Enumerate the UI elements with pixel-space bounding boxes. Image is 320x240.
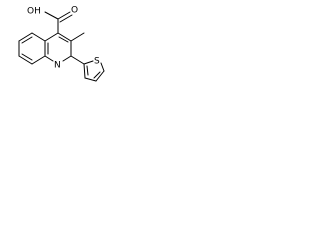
bond-c4-c3: [57, 32, 72, 42]
label-hydroxyl: OH: [27, 7, 41, 17]
label-quinoline-nitrogen: N: [54, 61, 61, 71]
bond-thiophene-s-c5: [100, 62, 105, 72]
label-carbonyl-oxygen: O: [71, 6, 78, 16]
bond-c5-c6: [18, 32, 33, 42]
bond-carboxyl-carbon-oxygen-b: [59, 14, 73, 23]
bond-thiophene-c4-c3: [84, 77, 97, 82]
bond-c4a-c5: [31, 32, 46, 42]
bond-thiophene-c5-c4-inner: [93, 71, 101, 79]
bond-c3-methyl: [70, 32, 85, 42]
bond-c2-thiophene: [70, 55, 85, 65]
bond-carboxyl-carbon-hydroxyl: [44, 11, 59, 20]
bond-c4a-c4: [44, 32, 59, 42]
chemical-structure-diagram: OH O N S: [18, 6, 105, 82]
bond-thiophene-c3-c2: [83, 63, 86, 79]
bond-c2-n1: [62, 55, 72, 62]
bond-thiophene-c5-c4: [95, 70, 105, 82]
bond-thiophene-c2-s: [83, 60, 94, 65]
bond-thiophene-c3-c2-inner: [86, 65, 89, 76]
label-thiophene-sulfur: S: [94, 57, 100, 67]
bond-c4-c3-inner: [58, 36, 69, 43]
bond-c8-c8a: [31, 55, 46, 65]
bond-c7-c8: [18, 55, 33, 65]
bond-c5-c6-inner: [21, 36, 33, 44]
bond-carboxyl-carbon-oxygen-a: [57, 11, 71, 20]
bond-n1-c8a: [44, 55, 54, 62]
bond-c7-c8-inner: [21, 53, 33, 61]
